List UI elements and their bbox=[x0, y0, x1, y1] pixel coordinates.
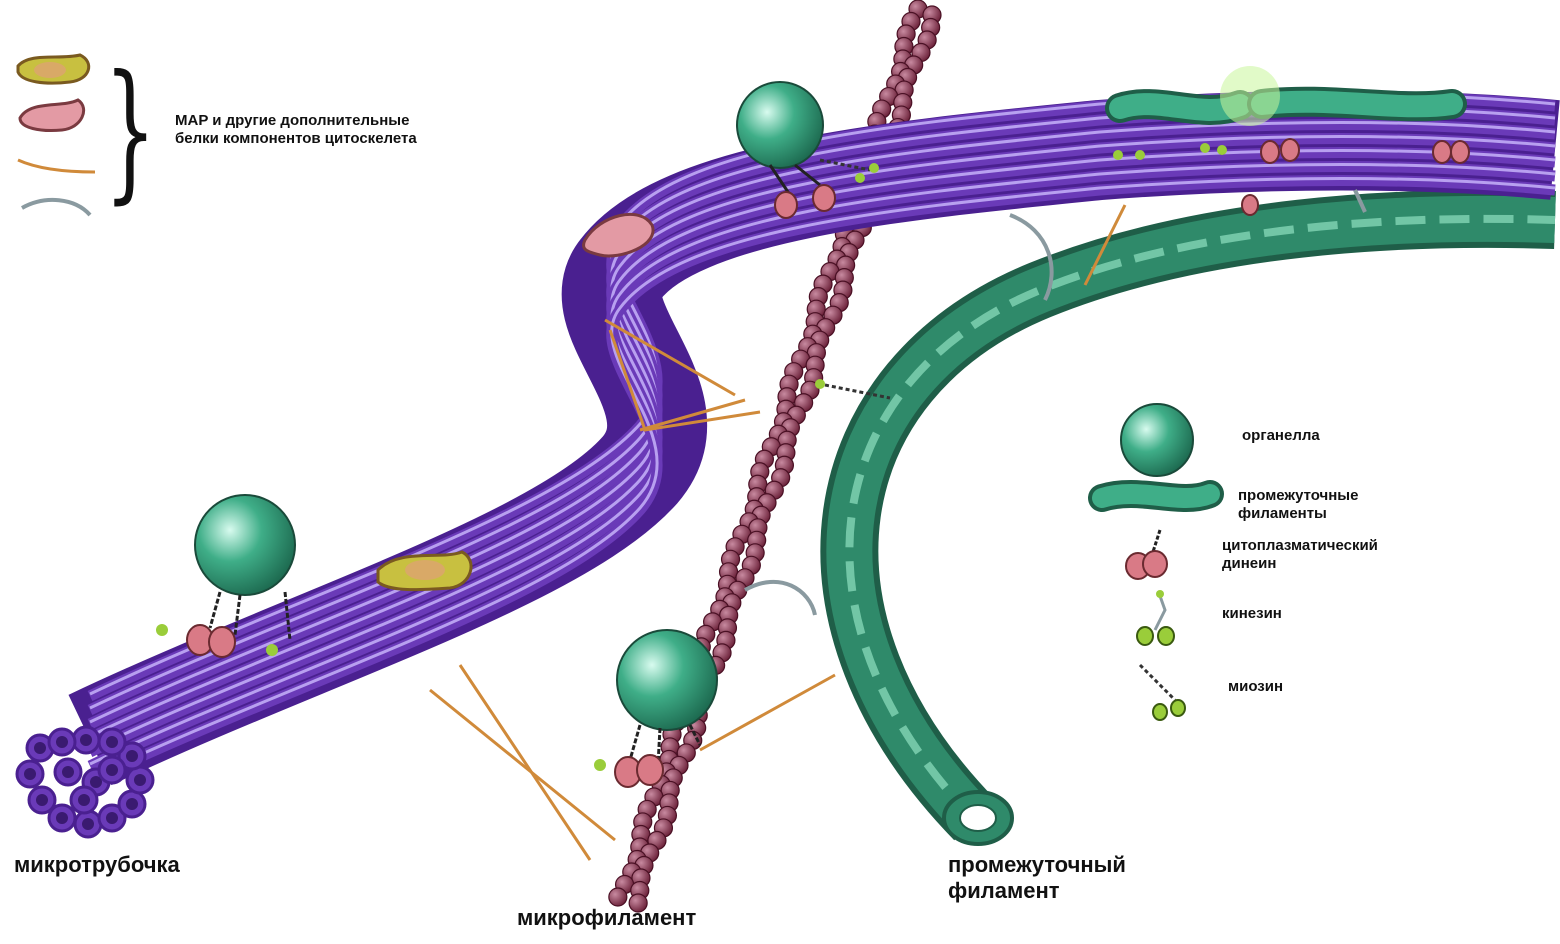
microtubule-end-lumen bbox=[106, 736, 118, 748]
microtubule-end-lumen bbox=[134, 774, 146, 786]
microtubule-end-lumen bbox=[62, 766, 74, 778]
dynein-legend-icon bbox=[1126, 530, 1167, 579]
organelle-legend-icon bbox=[1121, 404, 1193, 476]
actin-monomer bbox=[609, 888, 627, 906]
intermediate-filament-segments bbox=[1120, 66, 1452, 126]
microtubule-end-lumen bbox=[82, 818, 94, 830]
kinesin-label: кинезин bbox=[1222, 605, 1282, 623]
microtubule-end-lumen bbox=[56, 812, 68, 824]
intermediate-filament-label: промежуточный филамент bbox=[948, 852, 1126, 905]
intermediate-filaments-legend-icon bbox=[1102, 494, 1210, 498]
microtubule-end-lumen bbox=[126, 798, 138, 810]
microtubule-end-lumen bbox=[78, 794, 90, 806]
dynein-label: цитоплазматический динеин bbox=[1222, 537, 1378, 573]
protofilament bbox=[90, 167, 1555, 766]
microtubule-end-lumen bbox=[80, 734, 92, 746]
microtubule-end-lumen bbox=[36, 794, 48, 806]
microtubule-label: микротрубочка bbox=[14, 852, 180, 878]
organelle-bottom bbox=[594, 630, 717, 787]
kinesin-legend-icon bbox=[1137, 590, 1174, 645]
microtubule-end-lumen bbox=[56, 736, 68, 748]
microtubule-end-lumen bbox=[106, 812, 118, 824]
intermediate-filament bbox=[849, 219, 1555, 844]
map-legend-icons bbox=[18, 55, 95, 215]
microtubule-end-lumen bbox=[34, 742, 46, 754]
intermediate-filaments-legend-label: промежуточные филаменты bbox=[1238, 487, 1358, 523]
legend-brace: } bbox=[104, 56, 156, 206]
organelle-label: органелла bbox=[1242, 427, 1320, 445]
microtubule-end-lumen bbox=[126, 750, 138, 762]
microtubule-end-lumen bbox=[106, 764, 118, 776]
myosin-label: миозин bbox=[1228, 678, 1283, 696]
myosin-legend-icon bbox=[1140, 665, 1185, 720]
microtubule-end-lumen bbox=[24, 768, 36, 780]
map-legend-label: MAP и другие дополнительные белки компон… bbox=[175, 112, 417, 148]
microfilament-label: микрофиламент bbox=[517, 905, 696, 931]
